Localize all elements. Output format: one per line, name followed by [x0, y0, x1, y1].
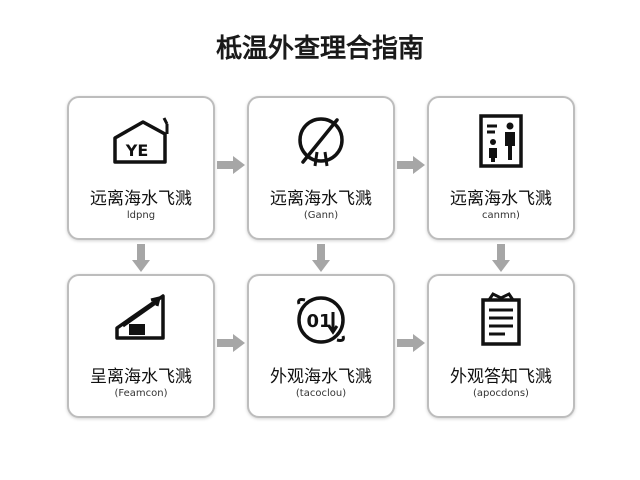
compass-icon [298, 117, 344, 167]
step-card-1: YE 远离海水飞溅 ldpng [67, 96, 215, 240]
arrow-right-icon [217, 334, 245, 352]
arrow-down-icon [132, 244, 150, 272]
people-sign-icon [479, 114, 523, 168]
step-sublabel: (Gann) [303, 210, 339, 221]
step-label: 远离海水飞溅 [450, 189, 552, 209]
arrow-right-icon [397, 156, 425, 174]
step-sublabel: ldpng [126, 210, 156, 221]
step-label: 远离海水飞溅 [270, 189, 372, 209]
step-label: 呈离海水飞溅 [90, 367, 192, 387]
step-sublabel: (tacoclou) [295, 388, 347, 399]
step-card-5: 01 外观海水飞溅 (tacoclou) [247, 274, 395, 418]
step-sublabel: canmn) [482, 210, 520, 221]
step-sublabel: (Feamcon) [114, 388, 168, 399]
svg-text:YE: YE [125, 141, 149, 160]
step-label: 远离海水飞溅 [90, 189, 192, 209]
step-card-6: 外观答知飞溅 (apocdons) [427, 274, 575, 418]
arrow-right-icon [397, 334, 425, 352]
diagram-title: 柢温外查理合指南 [215, 34, 424, 64]
arrow-down-icon [492, 244, 510, 272]
step-card-4: 呈离海水飞溅 (Feamcon) [67, 274, 215, 418]
step-label: 外观海水飞溅 [270, 367, 372, 387]
globe-icon: 01 [297, 296, 345, 344]
step-sublabel: (apocdons) [473, 388, 529, 399]
chart-growth-icon [115, 294, 165, 340]
step-label: 外观答知飞溅 [450, 367, 552, 387]
arrow-right-icon [217, 156, 245, 174]
arrow-down-icon [312, 244, 330, 272]
step-card-3: 远离海水飞溅 canmn) [427, 96, 575, 240]
svg-text:01: 01 [306, 311, 331, 332]
house-icon: YE [113, 117, 169, 164]
clipboard-icon [481, 292, 521, 346]
step-card-2: 远离海水飞溅 (Gann) [247, 96, 395, 240]
